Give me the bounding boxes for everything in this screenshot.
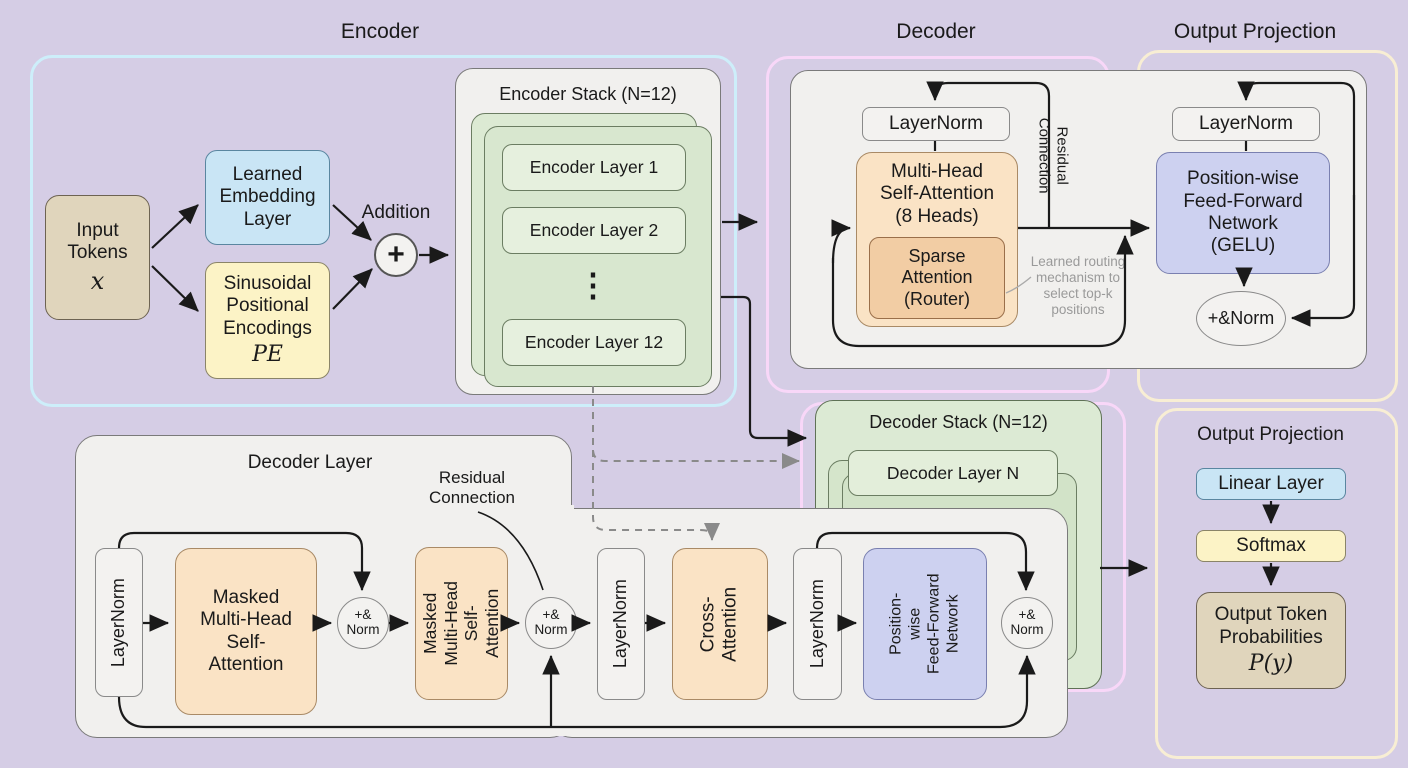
ffn-vertical-label: Position- wise Feed-Forward Network [887, 573, 961, 675]
decoder-stack-title: Decoder Stack (N=12) [869, 412, 1048, 432]
positional-encodings-label: Sinusoidal Positional Encodings [223, 272, 312, 339]
linear-layer-label: Linear Layer [1218, 472, 1324, 494]
add-norm-circle-1-label: +& Norm [346, 607, 380, 637]
encoder-layer-12: Encoder Layer 12 [502, 319, 686, 366]
decoder-layer-title: Decoder Layer [247, 452, 373, 473]
masked-mhsa-box: Masked Multi-Head Self- Attention [175, 548, 317, 715]
masked-mhsa-label: Masked Multi-Head Self- Attention [200, 586, 292, 675]
output-projection-title-bottom: Output Projection [1197, 424, 1344, 445]
cross-attention-label: Cross-Attention [697, 586, 741, 662]
decoder-title: Decoder [896, 20, 976, 43]
output-layernorm-box: LayerNorm [1172, 107, 1320, 141]
vertical-ellipsis-icon: ⋮ [573, 258, 613, 314]
decoder-layernorm-box: LayerNorm [862, 107, 1010, 141]
encoder-layer-12-label: Encoder Layer 12 [524, 332, 664, 353]
output-token-probabilities-label: Output Token Probabilities [1214, 604, 1328, 648]
add-norm-ellipse-label: +&Norm [1207, 307, 1275, 328]
masked-mhsa-vertical-box: Masked Multi-Head Self-Attention [415, 547, 508, 700]
decoder-layer-n-box: Decoder Layer N [848, 450, 1058, 496]
ffn-gelu-label: Position-wise Feed-Forward Network (GELU… [1183, 168, 1303, 257]
decoder-layernorm-label: LayerNorm [889, 112, 983, 134]
decoder-layer-n-label: Decoder Layer N [886, 462, 1020, 483]
output-token-probabilities-box: Output Token Probabilities P(y) [1196, 592, 1346, 689]
layernorm-2-label: LayerNorm [610, 579, 631, 669]
add-norm-circle-3-label: +& Norm [1010, 607, 1044, 637]
layernorm-1-box: LayerNorm [95, 548, 143, 697]
encoder-layer-2-label: Encoder Layer 2 [529, 220, 659, 241]
residual-connection-label-text: Residual Connection [428, 467, 515, 507]
plus-glyph: + [387, 238, 405, 272]
residual-connection-vertical-text: Residual Connection [1036, 118, 1071, 194]
input-tokens-math: x [90, 266, 105, 295]
encoder-layer-1: Encoder Layer 1 [502, 144, 686, 191]
layernorm-3-label: LayerNorm [806, 579, 827, 669]
output-projection-title-top: Output Projection [1173, 20, 1337, 43]
multi-head-self-attention-label: Multi-Head Self-Attention (8 Heads) [879, 161, 995, 227]
layernorm-3-box: LayerNorm [793, 548, 842, 700]
routing-note: Learned routing mechanism to select top-… [1018, 246, 1138, 326]
add-norm-circle-1: +& Norm [337, 597, 389, 649]
output-token-probabilities-math: P(y) [1248, 650, 1294, 676]
input-tokens-label: Input Tokens [67, 219, 128, 264]
embedding-layer-label: Learned Embedding Layer [219, 163, 316, 230]
routing-note-text: Learned routing mechanism to select top-… [1030, 254, 1126, 317]
softmax-label: Softmax [1236, 534, 1306, 556]
output-layernorm-label: LayerNorm [1199, 112, 1293, 134]
cross-attention-box: Cross-Attention [672, 548, 768, 700]
add-norm-circle-3: +& Norm [1001, 597, 1053, 649]
sparse-attention-router-label: Sparse Attention (Router) [901, 246, 973, 309]
addition-plus-icon: + [374, 233, 418, 277]
ellipsis-glyph: ⋮ [577, 267, 609, 304]
output-projection-frame-bottom [1155, 408, 1398, 759]
masked-mhsa-vertical-label: Masked Multi-Head Self-Attention [420, 581, 503, 666]
add-norm-circle-2: +& Norm [525, 597, 577, 649]
softmax-box: Softmax [1196, 530, 1346, 562]
sparse-attention-router-box: Sparse Attention (Router) [869, 237, 1005, 319]
ffn-vertical-box: Position- wise Feed-Forward Network [863, 548, 987, 700]
positional-encodings-box: Sinusoidal Positional Encodings PE [205, 262, 330, 379]
layernorm-2-box: LayerNorm [597, 548, 645, 700]
input-tokens-box: Input Tokens x [45, 195, 150, 320]
addition-label: Addition [361, 202, 431, 223]
positional-encodings-math: PE [252, 342, 283, 368]
ffn-gelu-box: Position-wise Feed-Forward Network (GELU… [1156, 152, 1330, 274]
add-norm-ellipse: +&Norm [1196, 291, 1286, 346]
encoder-layer-2: Encoder Layer 2 [502, 207, 686, 254]
encoder-frame [30, 55, 737, 407]
embedding-layer-box: Learned Embedding Layer [205, 150, 330, 245]
add-norm-circle-2-label: +& Norm [534, 607, 568, 637]
encoder-layer-1-label: Encoder Layer 1 [529, 157, 659, 178]
encoder-title: Encoder [340, 20, 420, 43]
residual-connection-vertical-label: Residual Connection [1032, 80, 1074, 232]
encoder-stack-title: Encoder Stack (N=12) [499, 84, 677, 104]
layernorm-1-label: LayerNorm [108, 577, 129, 668]
linear-layer-box: Linear Layer [1196, 468, 1346, 500]
residual-connection-label: Residual Connection [402, 466, 542, 510]
